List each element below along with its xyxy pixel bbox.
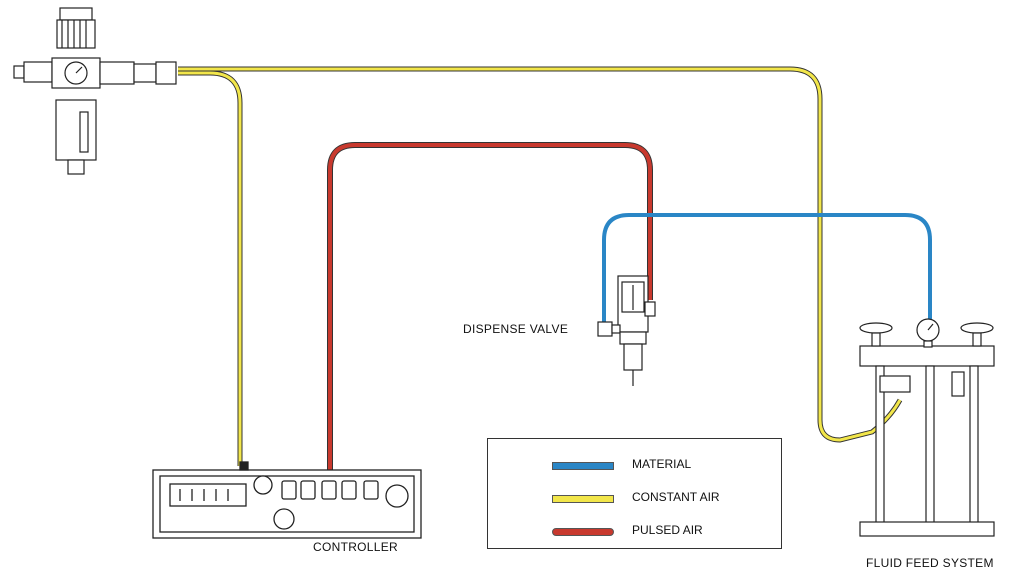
legend-item-pulsed-air: PULSED AIR <box>488 523 781 543</box>
legend-item-material: MATERIAL <box>488 457 781 477</box>
legend-item-constant-air: CONSTANT AIR <box>488 490 781 510</box>
fluid-feed-system-label: FLUID FEED SYSTEM <box>866 556 994 570</box>
legend-label-material: MATERIAL <box>632 457 692 471</box>
filter-regulator <box>13 7 177 175</box>
control-knob-icon <box>253 475 273 495</box>
constant-air-swatch <box>552 495 614 503</box>
constant-air-hoses <box>178 66 903 466</box>
fluid-feed-system <box>859 318 995 537</box>
pulsed-air-hose <box>327 142 653 470</box>
material-hose <box>602 213 932 322</box>
dispense-valve <box>597 275 656 386</box>
power-knob-icon <box>385 484 409 508</box>
controller <box>152 461 422 539</box>
material-swatch <box>552 462 614 470</box>
constant-air-hose-to-feed-system <box>178 66 903 443</box>
right-handle-icon <box>960 322 994 334</box>
constant-air-hose-to-controller <box>178 70 243 466</box>
dispense-valve-label: DISPENSE VALVE <box>463 322 569 336</box>
adjust-knob-icon <box>273 508 295 530</box>
legend-label-constant-air: CONSTANT AIR <box>632 490 720 504</box>
legend: MATERIAL CONSTANT AIR PULSED AIR <box>487 438 782 549</box>
digital-display <box>169 483 247 507</box>
pulsed-air-swatch <box>552 528 614 536</box>
legend-label-pulsed-air: PULSED AIR <box>632 523 703 537</box>
controller-label: CONTROLLER <box>313 540 399 554</box>
left-handle-icon <box>859 322 893 334</box>
